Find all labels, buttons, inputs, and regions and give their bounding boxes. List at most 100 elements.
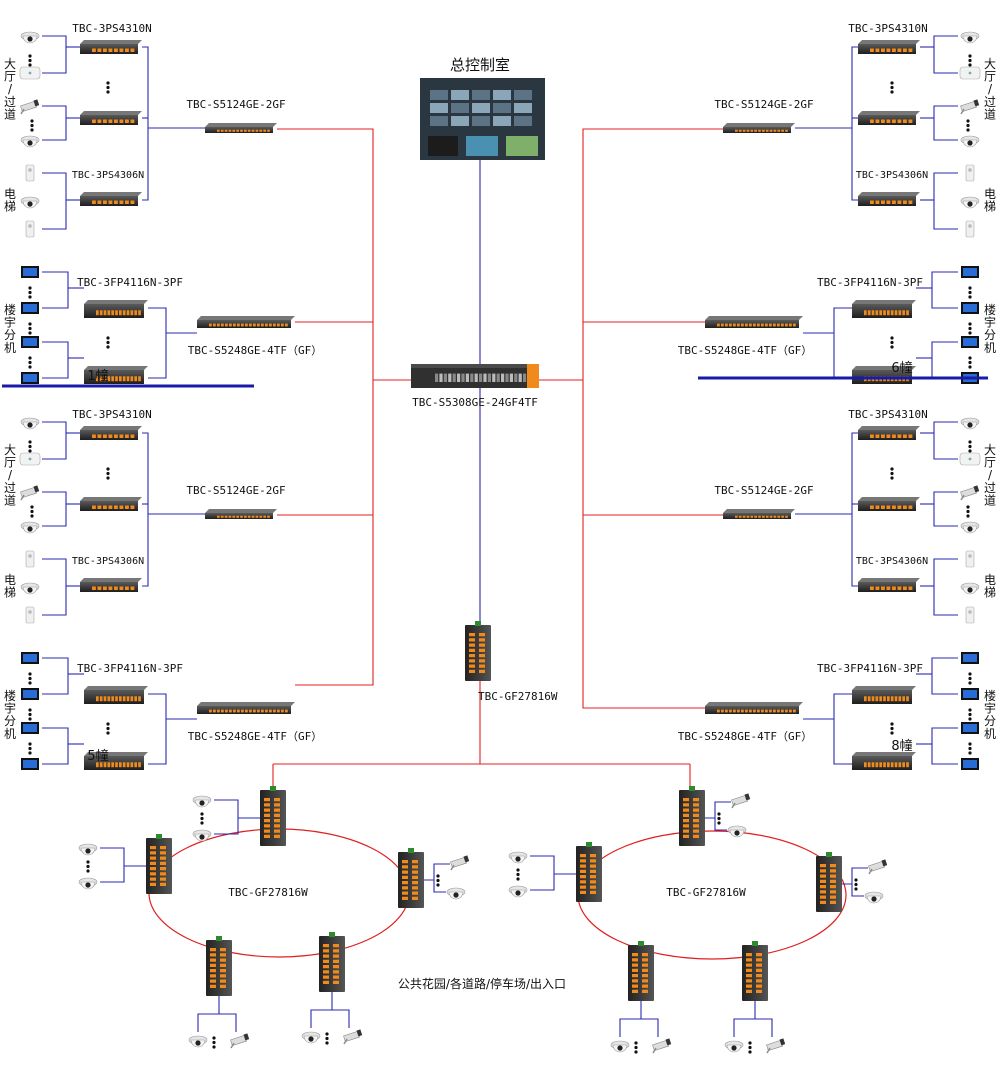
- din-port: [479, 664, 485, 668]
- switch-port: [765, 129, 769, 132]
- switch-port: [729, 709, 732, 713]
- din-port: [150, 846, 156, 850]
- camera-link: [424, 863, 450, 881]
- din-port: [820, 890, 826, 894]
- din-port: [210, 984, 216, 988]
- switch-port: [887, 762, 890, 768]
- switch-port: [92, 505, 96, 509]
- switch-port: [103, 376, 107, 382]
- fiber-trunk-link: [148, 693, 167, 765]
- switch-front: [197, 320, 291, 328]
- switch-port: [130, 310, 134, 316]
- din-port: [333, 975, 339, 979]
- din-port: [274, 798, 280, 802]
- switch-port: [769, 323, 772, 327]
- poe-access-link: [933, 105, 958, 141]
- switch-port: [224, 515, 228, 518]
- dome-camera-icon: [78, 843, 98, 856]
- switch-port: [864, 696, 867, 702]
- switch-port: [261, 709, 264, 713]
- intercom-link: [931, 727, 958, 765]
- building-label: 8幢: [891, 738, 912, 754]
- area-label-char: /: [8, 468, 13, 482]
- dome-lens: [967, 422, 973, 428]
- din-port: [642, 968, 648, 972]
- poe-switch: [80, 426, 142, 440]
- din-port: [274, 819, 280, 823]
- din-port: [210, 963, 216, 967]
- switch-port: [746, 515, 750, 518]
- ellipsis-dots: [968, 742, 972, 755]
- switch-port: [902, 762, 906, 768]
- switch-port: [881, 48, 885, 52]
- din-port: [820, 885, 826, 889]
- din-chassis: [628, 945, 654, 1001]
- rack-port: [439, 373, 443, 382]
- rack-port: [448, 373, 452, 382]
- switch-port: [870, 586, 874, 590]
- switch-port: [114, 119, 118, 123]
- din-chassis: [679, 790, 705, 846]
- din-port: [220, 974, 226, 978]
- reader-body: [25, 550, 35, 568]
- ellipsis-dots: [28, 440, 32, 453]
- din-port: [632, 968, 638, 972]
- desk-monitor: [428, 136, 458, 156]
- dome-lens: [515, 856, 521, 862]
- dot: [966, 128, 970, 132]
- switch-port: [269, 709, 272, 713]
- poe-switch: [858, 497, 920, 511]
- industrial-switch: [465, 621, 491, 681]
- switch-port: [99, 696, 103, 702]
- din-port: [469, 664, 475, 668]
- switch-port: [742, 129, 746, 132]
- switch-top: [80, 40, 142, 44]
- switch-port: [130, 505, 135, 509]
- din-port: [820, 900, 826, 904]
- dot: [968, 449, 972, 453]
- access-reader-icon: [25, 220, 35, 238]
- switch-port: [890, 696, 894, 702]
- dome-lens: [199, 800, 205, 806]
- switch-port: [247, 515, 251, 518]
- din-terminal: [638, 941, 644, 946]
- switch-port: [886, 48, 891, 52]
- din-port: [590, 864, 596, 868]
- switch-port: [738, 515, 742, 518]
- switch-port: [864, 762, 867, 768]
- rack-port: [474, 373, 478, 382]
- dot: [106, 476, 110, 480]
- switch-port: [107, 310, 111, 316]
- switch-port: [108, 586, 113, 590]
- switch-port: [228, 129, 232, 132]
- switch-port: [126, 310, 130, 316]
- switch-port: [908, 434, 913, 438]
- din-port: [642, 963, 648, 967]
- reader-body: [965, 164, 975, 182]
- din-port: [590, 890, 596, 894]
- din-port: [693, 824, 699, 828]
- switch-port: [228, 515, 232, 518]
- poe-access-link: [42, 558, 67, 616]
- poe-access-link: [42, 105, 67, 141]
- switch-port: [119, 696, 122, 702]
- bullet-mount: [343, 1038, 348, 1045]
- ellipsis-dots: [890, 336, 894, 349]
- switch-top: [80, 426, 142, 430]
- area-label-char: 厅: [4, 456, 16, 470]
- intercom-panel-icon: [961, 336, 979, 348]
- switch-port: [237, 323, 240, 327]
- switch-port: [902, 310, 906, 316]
- dot: [890, 81, 894, 85]
- ring-label: TBC-GF27816W: [228, 886, 308, 899]
- bullet-lens: [33, 99, 40, 107]
- bullet-lens: [973, 485, 980, 493]
- area-label-char: 电: [4, 187, 16, 201]
- area-label-char: 电: [4, 573, 16, 587]
- switch-port: [224, 129, 228, 132]
- area-label-char: 梯: [4, 586, 16, 600]
- switch-port: [875, 119, 880, 123]
- switch-port: [138, 696, 141, 702]
- switch-port: [99, 310, 103, 316]
- din-port: [632, 953, 638, 957]
